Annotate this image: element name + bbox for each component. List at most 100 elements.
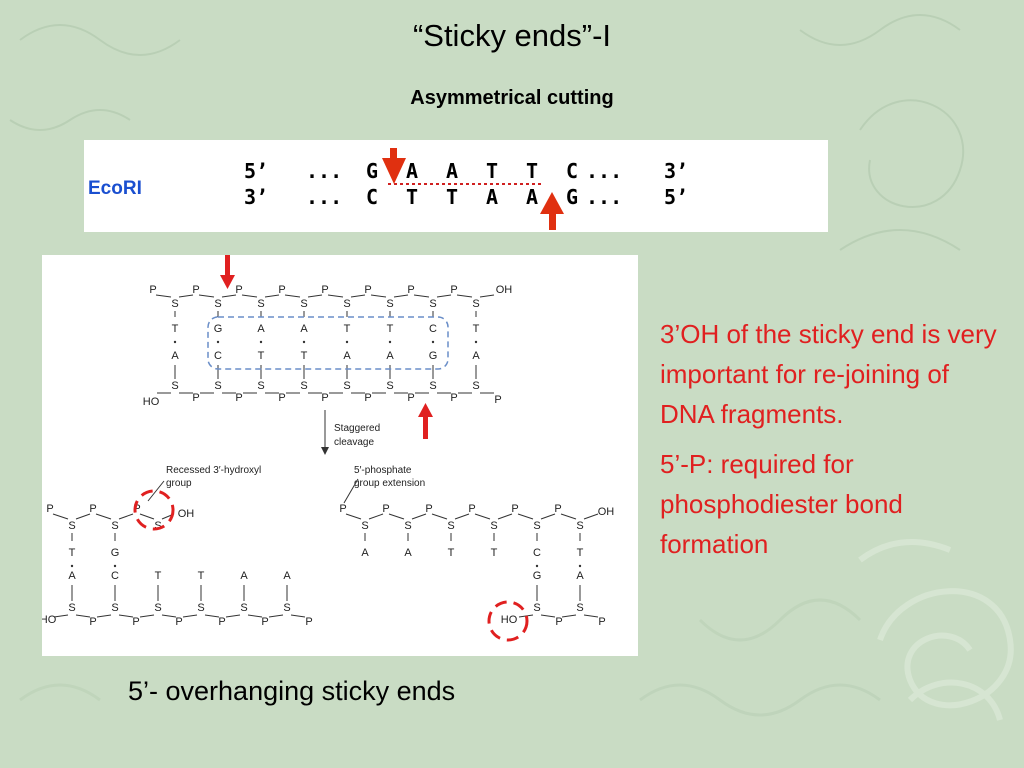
hbond-dot (578, 564, 582, 568)
backbone-bond (411, 513, 427, 520)
sugar-label: S (214, 380, 221, 392)
ho-highlight-circle (487, 600, 529, 642)
lower-base: G (533, 570, 542, 582)
ho-label: HO (501, 614, 518, 626)
note-5prime-p: 5’-P: required for phosphodiester bond f… (660, 449, 903, 559)
sugar-label: S (472, 298, 479, 310)
backbone-bond (540, 513, 556, 520)
bottom-cut-arrow-icon (540, 192, 564, 230)
top-base: A (406, 159, 418, 183)
bottom-base: G (566, 185, 578, 209)
backbone-bond (284, 294, 301, 298)
backbone-bond (436, 294, 452, 298)
lower-base: A (472, 350, 480, 362)
backbone-bond (182, 614, 198, 618)
phosphate-label: P (321, 392, 328, 404)
backbone-bond (583, 513, 599, 520)
upper-base: T (69, 547, 76, 559)
callout-line (343, 478, 359, 504)
lower-base: C (214, 350, 222, 362)
backbone-bond (327, 294, 344, 298)
enzyme-label: EcoRI (88, 178, 142, 199)
sugar-label: S (386, 380, 393, 392)
lower-base: T (198, 570, 205, 582)
bottom-base: C (366, 185, 378, 209)
upper-base: G (214, 323, 223, 335)
backbone-bond (431, 513, 448, 520)
sugar-label: S (533, 602, 540, 614)
bottom-base: A (526, 185, 538, 209)
phosphate-label: P (278, 284, 285, 296)
sugar-label: S (533, 520, 540, 532)
phosphate-label: P (218, 616, 225, 628)
backbone-bond (118, 614, 134, 618)
top-base: T (486, 159, 498, 183)
sugar-label: S (404, 520, 411, 532)
sugar-label: S (257, 298, 264, 310)
phosphate-label: P (364, 392, 371, 404)
backbone-bond (178, 294, 194, 298)
phosphate-callout: 5′-phosphate (354, 465, 412, 476)
hbond-dot (431, 340, 435, 344)
backbone-bond (161, 614, 177, 618)
upper-base: T (387, 323, 394, 335)
phosphate-label: P (555, 616, 562, 628)
backbone-bond (350, 294, 366, 298)
backbone-bond (241, 294, 258, 298)
ecori-sequence-panel: EcoRI 5’ ... G A A T T C ... 3’ 3’ ... C… (84, 140, 828, 232)
phosphate-callout: group extension (354, 478, 425, 489)
backbone-bond (583, 614, 599, 618)
hbond-dot (216, 340, 220, 344)
phosphate-label: P (554, 503, 561, 515)
backbone-bond (454, 513, 470, 520)
backbone-bond (268, 614, 284, 618)
top-strand-suffix: ... (586, 159, 622, 183)
lower-base: A (343, 350, 351, 362)
sugar-label: S (257, 380, 264, 392)
sugar-label: S (283, 602, 290, 614)
phosphate-label: P (278, 392, 285, 404)
phosphate-label: P (382, 503, 389, 515)
sugar-label: S (154, 602, 161, 614)
staggered-arrow-head (321, 447, 329, 455)
sugar-label: S (576, 602, 583, 614)
backbone-bond (204, 614, 220, 618)
backbone-bond (75, 513, 91, 520)
sugar-label: S (171, 380, 178, 392)
ho-label: HO (42, 614, 57, 626)
hbond-dot (259, 340, 263, 344)
sugar-label: S (111, 520, 118, 532)
phosphate-label: P (235, 392, 242, 404)
backbone-bond (247, 614, 263, 618)
phosphate-label: P (175, 616, 182, 628)
phosphate-label: P (511, 503, 518, 515)
sugar-label: S (214, 298, 221, 310)
top-strand-3prime: 3’ (664, 159, 688, 183)
recessed-oh-label: OH (178, 508, 195, 520)
slide-subtitle: Asymmetrical cutting (410, 87, 614, 109)
upper-base: A (257, 323, 265, 335)
ecori-panel-bg (84, 140, 828, 232)
lower-base: A (240, 570, 248, 582)
backbone-bond (561, 614, 577, 618)
hbond-dot (474, 340, 478, 344)
upper-base: A (404, 547, 412, 559)
backbone-bond (393, 294, 409, 298)
backbone-bond (307, 294, 323, 298)
lower-base: A (576, 570, 584, 582)
hbond-dot (70, 564, 74, 568)
backbone-bond (540, 614, 556, 618)
phosphate-label: P (494, 394, 501, 406)
notes-panel: 3’OH of the sticky end is very important… (660, 314, 1000, 574)
hbond-dot (113, 564, 117, 568)
upper-base: C (429, 323, 437, 335)
bottom-base: T (406, 185, 418, 209)
phosphate-label: P (192, 392, 199, 404)
bottom-base: T (446, 185, 458, 209)
phosphate-label: P (132, 616, 139, 628)
upper-base: G (111, 547, 120, 559)
sugar-label: S (68, 602, 75, 614)
lower-base: T (301, 350, 308, 362)
backbone-bond (96, 614, 112, 618)
lower-base: A (386, 350, 394, 362)
